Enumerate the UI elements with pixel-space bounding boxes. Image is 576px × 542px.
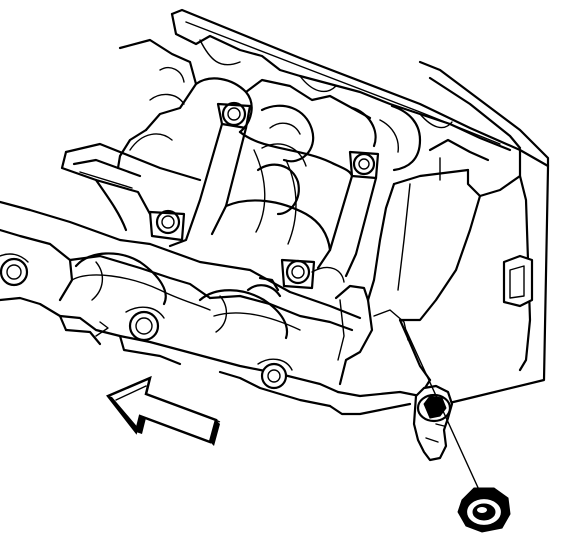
lower-bosses [0,253,293,390]
drain-plug-icon [457,487,511,533]
lower-pan-rail [0,200,362,408]
middle-rail [60,142,202,232]
rear-face [366,60,550,412]
drain-boss [412,384,454,462]
middle-bolt-bosses [148,209,345,290]
lower-bore-pockets [74,252,289,340]
upper-cylinder-bank [116,38,377,170]
rear-face-slot [502,254,534,308]
plug-guide-line [405,329,481,493]
upper-deck-rail [170,8,550,168]
arrow-pointing-left-icon [106,375,221,446]
center-webbing [168,122,378,278]
